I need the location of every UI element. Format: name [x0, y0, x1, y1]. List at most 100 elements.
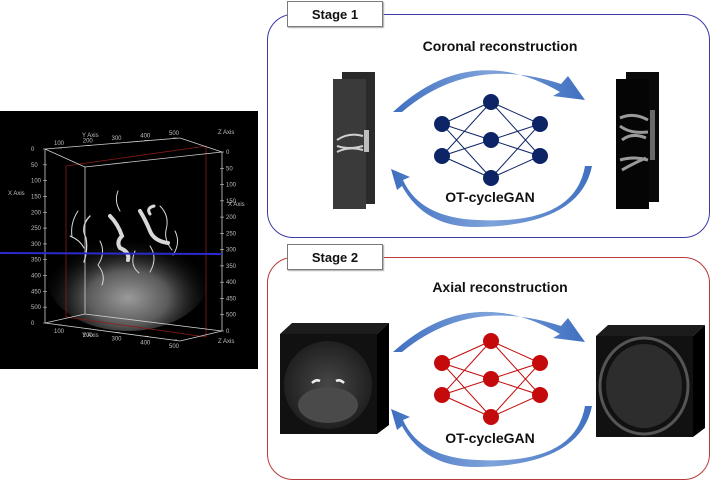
network-edge	[441, 340, 492, 364]
z-tick-label: 0	[226, 329, 230, 335]
network-edge	[441, 101, 492, 125]
stage2-output-axial-cube	[596, 325, 705, 437]
network-edge	[490, 394, 541, 418]
z-axis-label-top: Z Axis	[218, 130, 234, 136]
x-tick-label: 200	[31, 210, 42, 216]
stage1-frame	[267, 14, 710, 238]
y-tick-label-top: 400	[140, 134, 151, 140]
x-axis-label-right: X Axis	[228, 202, 245, 208]
stage1-input-coronal-slices	[333, 72, 375, 209]
network-node	[483, 409, 499, 425]
network-edge	[441, 362, 492, 380]
network-node	[532, 387, 548, 403]
x-tick-label: 350	[31, 258, 42, 264]
bounding-box-front	[44, 137, 223, 342]
x-tick-label: 100	[31, 179, 42, 185]
slice-plane-line	[0, 252, 223, 255]
x-tick-label: 150	[31, 194, 42, 200]
z-tick-label: 100	[226, 183, 237, 189]
x-tick-label: 0	[31, 147, 35, 153]
z-tick-label: 250	[226, 231, 237, 237]
volume-3d-view: Y Axis X Axis Z Axis X Axis Y Axis Z Axi…	[0, 130, 245, 350]
x-tick-label: 50	[31, 163, 38, 169]
network-edge	[441, 362, 492, 418]
stage2-title: Axial reconstruction	[432, 279, 568, 295]
network-edge	[490, 362, 541, 418]
network-edge	[490, 123, 541, 179]
x-tick-label: 400	[31, 274, 42, 280]
stage1-neural-network	[434, 94, 548, 186]
network-edge	[490, 378, 541, 396]
stage1-forward-arrow	[393, 70, 585, 112]
z-tick-label: 300	[226, 248, 237, 254]
stage2-model-label: OT-cycleGAN	[445, 430, 535, 446]
network-edge	[490, 101, 541, 157]
x-tick-label: 300	[31, 242, 42, 248]
y-tick-label-top: 200	[83, 139, 94, 145]
network-node	[483, 170, 499, 186]
y-axis-ticks-bottom: 100 200 300 400 500	[54, 324, 180, 350]
network-edge	[490, 123, 541, 141]
y-tick-label-top: 500	[169, 131, 180, 137]
z-tick-label: 0	[226, 150, 230, 156]
network-edge	[441, 394, 492, 418]
network-edge	[441, 123, 492, 141]
network-node	[483, 333, 499, 349]
stage1-title: Coronal reconstruction	[422, 38, 578, 54]
z-tick-label: 500	[226, 313, 237, 319]
network-edge	[490, 139, 541, 157]
network-node	[483, 132, 499, 148]
network-edge	[441, 340, 492, 396]
y-axis-label-top: Y Axis	[82, 133, 99, 139]
y-tick-label-bottom: 200	[83, 333, 94, 339]
z-tick-label: 200	[226, 215, 237, 221]
stage2-frame	[267, 257, 710, 480]
z-tick-label: 50	[226, 166, 233, 172]
network-edge	[441, 155, 492, 179]
stage1-label: Stage 1	[287, 1, 383, 27]
z-tick-label: 150	[226, 199, 237, 205]
network-node	[434, 355, 450, 371]
network-node	[532, 148, 548, 164]
axis-labels: Y Axis X Axis Z Axis X Axis Y Axis Z Axi…	[8, 130, 245, 345]
network-node	[483, 371, 499, 387]
x-tick-label: 0	[31, 321, 35, 327]
x-tick-label: 500	[31, 305, 42, 311]
y-tick-label-bottom: 100	[54, 329, 65, 335]
network-edge	[441, 378, 492, 396]
network-edge	[441, 123, 492, 179]
y-tick-label-top: 300	[112, 136, 123, 142]
network-node	[532, 355, 548, 371]
network-edge	[441, 101, 492, 157]
z-tick-label: 400	[226, 280, 237, 286]
bounding-box-back	[65, 145, 207, 338]
z-axis-label-bottom: Z Axis	[218, 339, 234, 345]
stage1-model-label: OT-cycleGAN	[445, 189, 535, 205]
y-tick-label-bottom: 500	[169, 344, 180, 350]
network-node	[434, 148, 450, 164]
stage2-label: Stage 2	[287, 244, 383, 270]
y-tick-label-bottom: 300	[112, 337, 123, 343]
stage1-output-coronal-slices	[616, 72, 659, 209]
network-edge	[490, 340, 541, 396]
network-edge	[490, 155, 541, 179]
network-edge	[490, 362, 541, 380]
y-tick-label-bottom: 400	[140, 340, 151, 346]
network-node	[532, 116, 548, 132]
stage2-input-axial-cube	[280, 323, 389, 434]
x-tick-label: 450	[31, 289, 42, 295]
network-edge	[441, 139, 492, 157]
network-node	[434, 387, 450, 403]
volume-rendering-panel: Y Axis X Axis Z Axis X Axis Y Axis Z Axi…	[0, 111, 258, 369]
network-edge	[490, 340, 541, 364]
network-node	[483, 94, 499, 110]
network-node	[434, 116, 450, 132]
x-axis-label-left: X Axis	[8, 191, 25, 197]
stage2-forward-arrow	[393, 311, 585, 352]
stage2-neural-network	[434, 333, 548, 425]
y-axis-label-bottom: Y Axis	[82, 333, 99, 339]
